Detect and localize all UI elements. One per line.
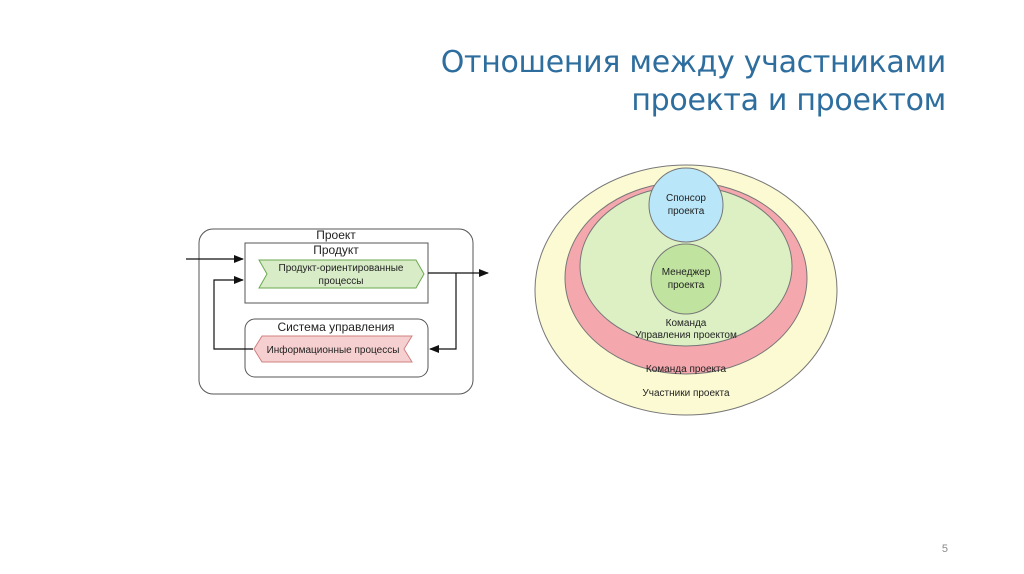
slide-title-line1: Отношения между участниками [440, 45, 947, 80]
project-structure-diagram: Проект Продукт Продукт-ориентированные п… [186, 228, 489, 395]
slide-title-line2: проекта и проектом [631, 83, 946, 118]
slide-title: Отношения между участниками проекта и пр… [440, 44, 947, 120]
management-team-label-line2: Управления проектом [635, 330, 737, 341]
management-system-label: Система управления [277, 320, 394, 334]
stakeholders-diagram: Спонсор проекта Менеджер проекта Команда… [534, 164, 838, 416]
product-process-arrow [258, 259, 425, 289]
project-label: Проект [316, 228, 356, 242]
project-team-label: Команда проекта [646, 364, 727, 375]
product-label: Продукт [313, 243, 359, 257]
page-number: 5 [941, 543, 948, 555]
participants-label: Участники проекта [642, 388, 730, 399]
product-process-label-line2: процессы [319, 276, 364, 287]
manager-label-line1: Менеджер [662, 267, 711, 278]
sponsor-label-line2: проекта [668, 206, 705, 217]
info-process-label: Информационные процессы [267, 344, 400, 356]
info-process-arrow [253, 335, 413, 363]
sponsor-circle [648, 167, 724, 243]
feedback-arrow [429, 273, 457, 353]
control-arrow [213, 276, 253, 350]
product-process-label-line1: Продукт-ориентированные [279, 263, 404, 274]
sponsor-label-line1: Спонсор [666, 193, 706, 204]
manager-label-line2: проекта [668, 280, 705, 291]
manager-circle [650, 243, 722, 315]
management-team-label-line1: Команда [666, 318, 707, 329]
